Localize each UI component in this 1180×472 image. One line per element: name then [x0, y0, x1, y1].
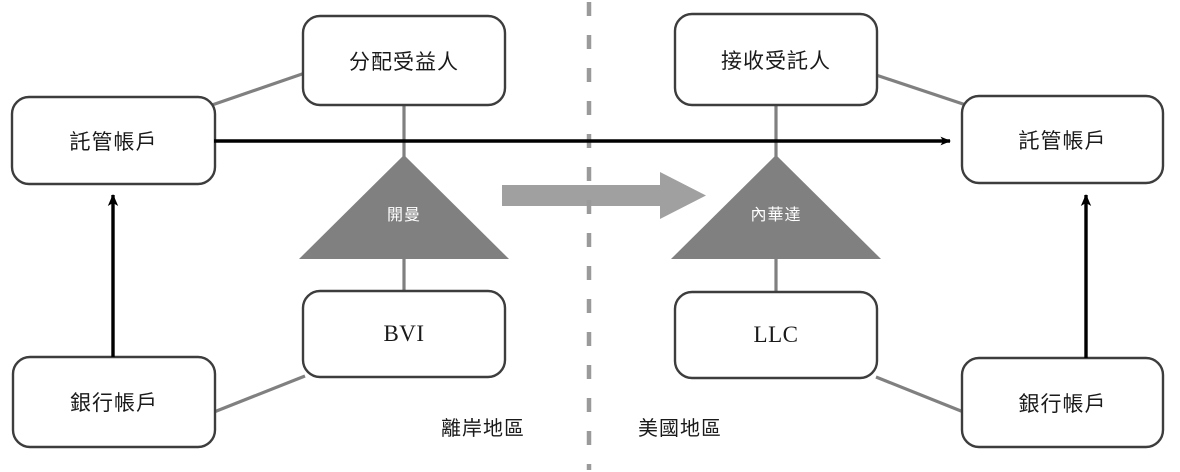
thin-connectors-group — [211, 71, 967, 415]
migration-arrow-shape — [502, 172, 706, 219]
node-shape-right-bank-account[interactable] — [960, 356, 1165, 449]
connector-trustee-to-right-escrow — [875, 73, 967, 107]
jurisdiction-triangles-group — [299, 155, 881, 259]
bold-transfer-arrows-group — [107, 136, 1092, 358]
nevada-triangle — [671, 155, 881, 259]
connector-llc-to-right-bank — [875, 375, 967, 415]
node-shape-left-bank-account[interactable] — [11, 355, 217, 449]
node-shape-bvi-entity[interactable] — [301, 289, 507, 379]
cayman-triangle — [299, 155, 509, 259]
node-shape-left-escrow-account[interactable] — [10, 95, 217, 186]
node-shape-distribution-beneficiary[interactable] — [301, 14, 507, 107]
node-shape-llc-entity[interactable] — [673, 290, 879, 380]
migration-arrow — [502, 172, 706, 219]
connector-bvi-to-left-bank — [213, 374, 306, 414]
region-label-us: 美國地區 — [638, 416, 722, 440]
node-shape-receiving-trustee[interactable] — [673, 12, 879, 107]
node-shape-right-escrow-account[interactable] — [960, 94, 1165, 185]
connector-left-escrow-to-beneficiary — [211, 71, 306, 107]
region-label-offshore: 離岸地區 — [441, 416, 525, 440]
node-shapes-group — [10, 12, 1165, 449]
